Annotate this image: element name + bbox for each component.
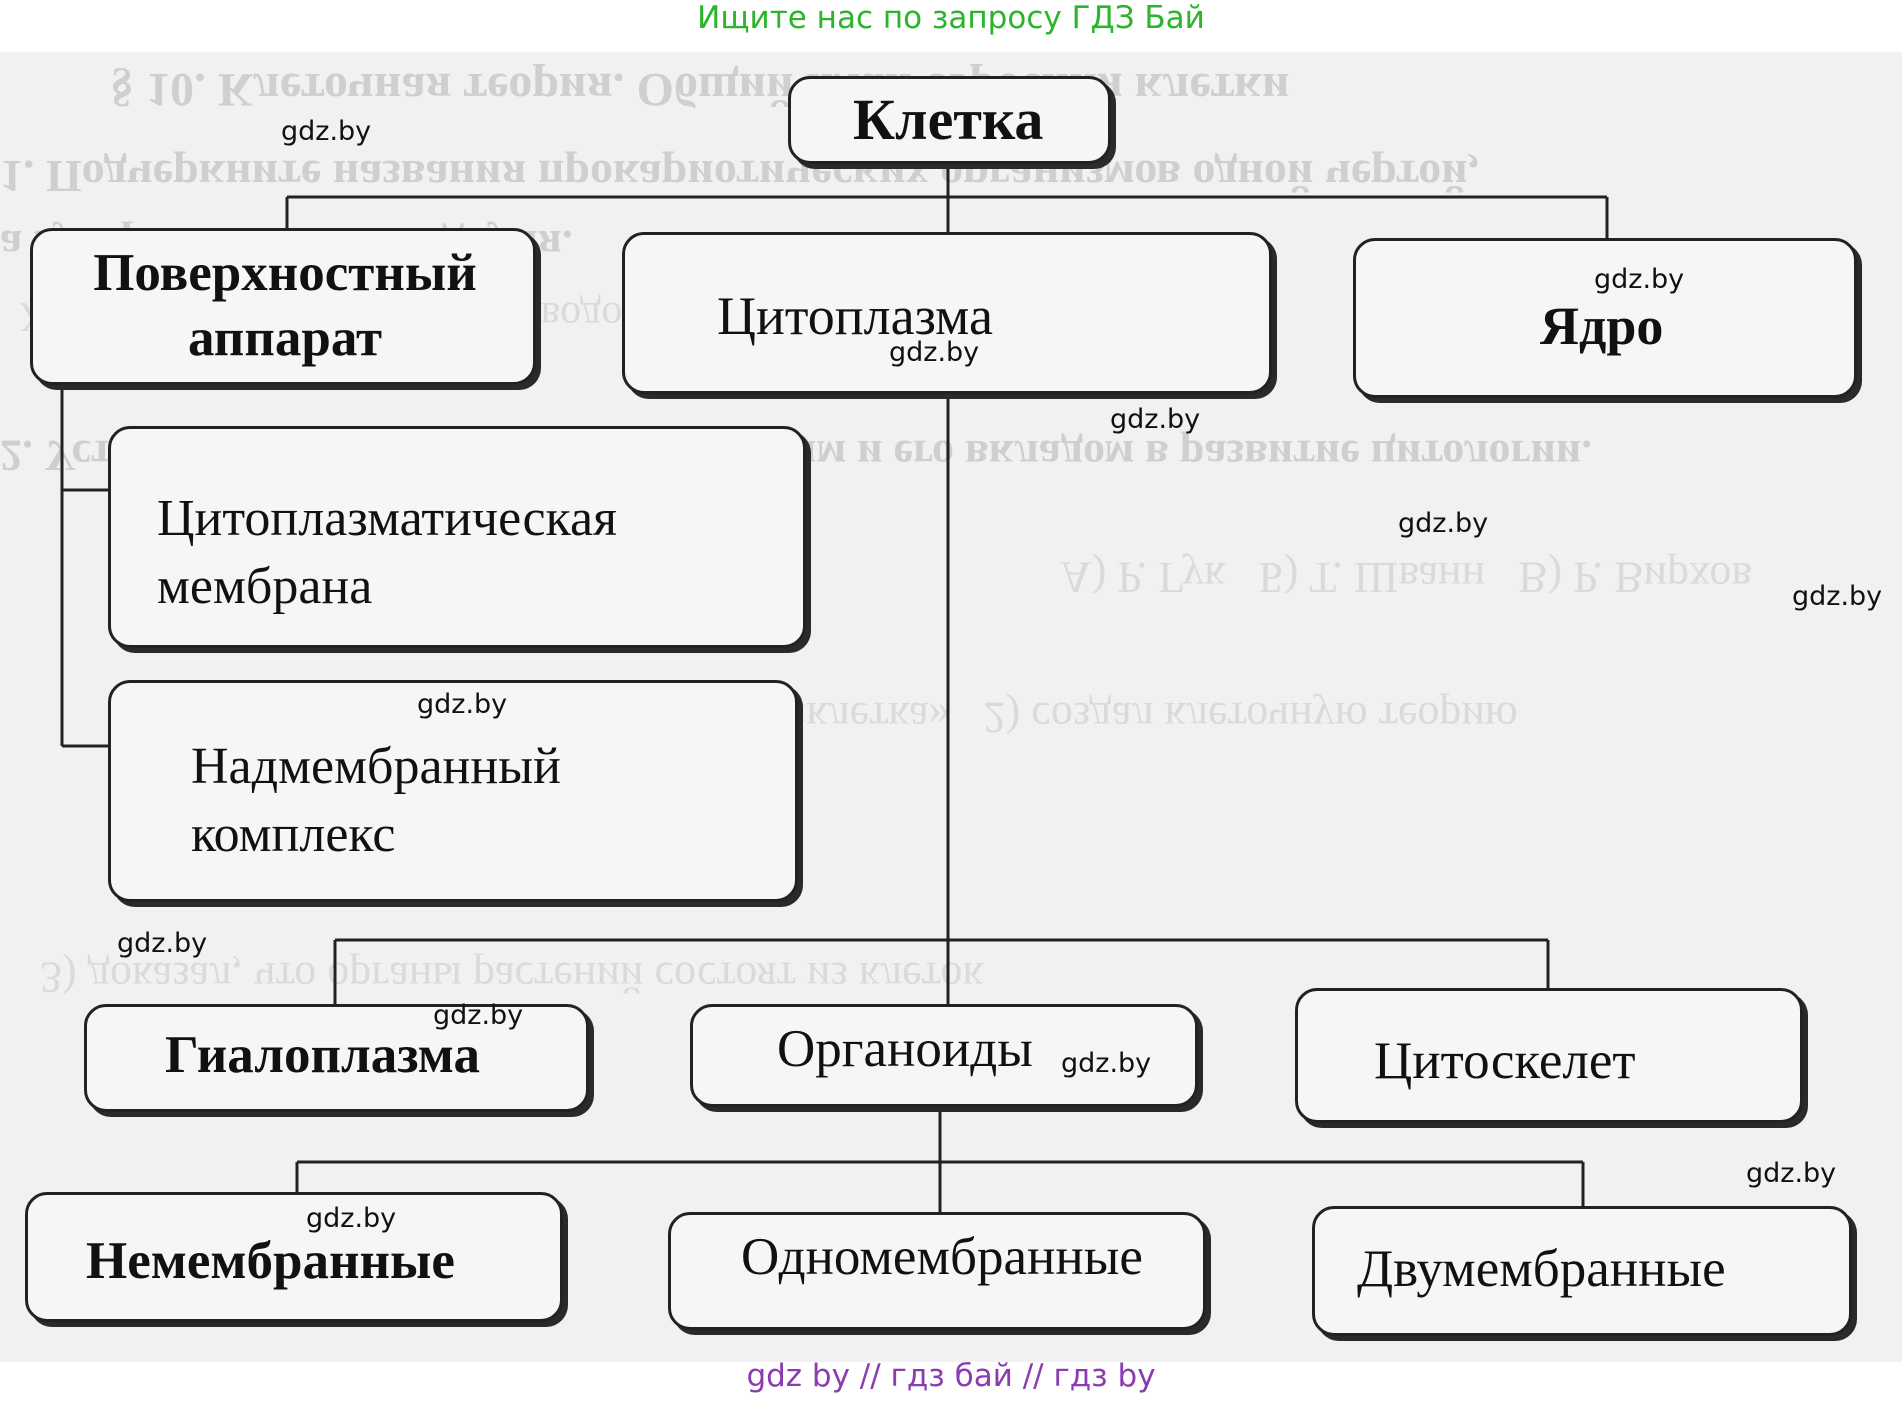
watermark: gdz.by — [1398, 508, 1489, 539]
node-cytoskeleton: Цитоскелет — [1295, 988, 1803, 1123]
node-cytoplasm-label: Цитоплазма — [717, 286, 993, 346]
watermark: gdz.by — [306, 1203, 397, 1234]
watermark: gdz.by — [1792, 581, 1883, 612]
watermark: gdz.by — [1746, 1158, 1837, 1189]
watermark: gdz.by — [889, 337, 980, 368]
node-supramembrane-complex-label: Надмембранный комплекс — [191, 738, 561, 863]
node-singlemembrane-label: Одномембранные — [741, 1228, 1143, 1286]
node-supramembrane-complex: Надмембранный комплекс — [108, 680, 798, 902]
node-cytoplasm: Цитоплазма — [622, 232, 1272, 394]
watermark: gdz.by — [433, 1000, 524, 1031]
node-nonmembrane: Немембранные — [25, 1192, 563, 1322]
top-banner: Ищите нас по запросу ГДЗ Бай — [697, 0, 1205, 36]
node-surface-apparatus: Поверхностный аппарат — [30, 228, 536, 385]
watermark: gdz.by — [417, 689, 508, 720]
node-organoids-label: Органоиды — [777, 1020, 1033, 1078]
node-doublemembrane-label: Двумембранные — [1357, 1240, 1726, 1298]
node-cell: Клетка — [788, 76, 1111, 164]
watermark: gdz.by — [1061, 1048, 1152, 1079]
node-nucleus-label: Ядро — [1540, 296, 1664, 356]
watermark: gdz.by — [1110, 404, 1201, 435]
node-cytoskeleton-label: Цитоскелет — [1374, 1032, 1636, 1090]
node-doublemembrane: Двумембранные — [1312, 1206, 1852, 1336]
watermark: gdz.by — [281, 116, 372, 147]
node-surface-apparatus-label: Поверхностный аппарат — [93, 244, 477, 367]
node-hyaloplasm: Гиалоплазма — [84, 1004, 589, 1112]
node-nonmembrane-label: Немембранные — [86, 1232, 455, 1290]
watermark: gdz.by — [117, 928, 208, 959]
node-nucleus: Ядро — [1353, 238, 1857, 398]
watermark: gdz.by — [1594, 264, 1685, 295]
node-cell-label: Клетка — [853, 87, 1044, 152]
node-hyaloplasm-label: Гиалоплазма — [165, 1026, 480, 1084]
node-cytoplasmic-membrane: Цитоплазматическая мембрана — [108, 426, 806, 648]
node-singlemembrane: Одномембранные — [668, 1212, 1206, 1330]
node-cytoplasmic-membrane-label: Цитоплазматическая мембрана — [157, 490, 618, 615]
node-organoids: Органоиды — [690, 1004, 1198, 1107]
bottom-banner: gdz by // гдз бай // гдз by — [746, 1358, 1156, 1394]
